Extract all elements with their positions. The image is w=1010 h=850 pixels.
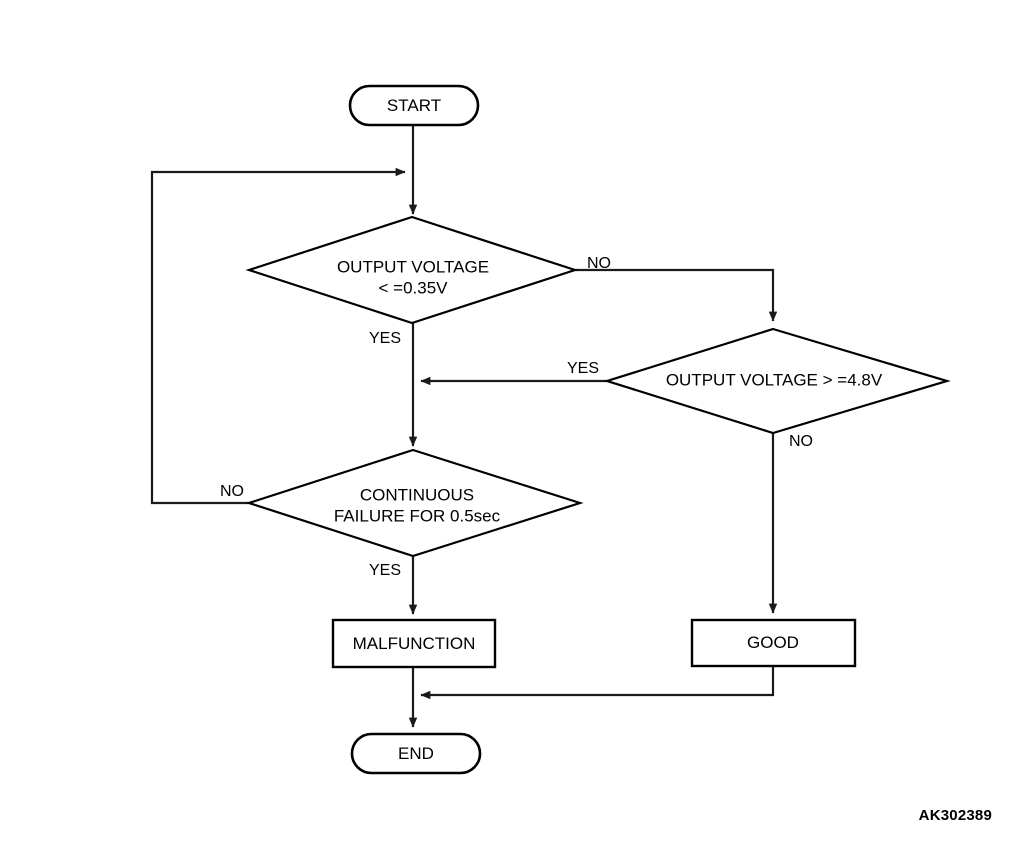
node-decision-continuous-label-line1: CONTINUOUS xyxy=(360,485,474,504)
edge-label-decision-high-yes: YES xyxy=(567,360,599,377)
node-end-label: END xyxy=(398,744,434,763)
node-start: START xyxy=(348,84,480,127)
node-decision-low-label-line1: OUTPUT VOLTAGE xyxy=(337,257,489,276)
node-decision-output-voltage-high: OUTPUT VOLTAGE > =4.8V xyxy=(603,327,951,435)
node-decision-continuous-label-line2: FAILURE FOR 0.5sec xyxy=(334,506,501,525)
edge-label-continuous-no: NO xyxy=(220,483,244,500)
node-decision-low-label-line2: < =0.35V xyxy=(378,278,448,297)
node-decision-continuous-failure: CONTINUOUS FAILURE FOR 0.5sec xyxy=(245,448,584,558)
edge-label-decision-low-yes: YES xyxy=(369,330,401,347)
reference-code: AK302389 xyxy=(918,807,992,824)
node-start-label: START xyxy=(387,96,441,115)
node-malfunction-label: MALFUNCTION xyxy=(353,634,476,653)
edge-good-to-end-trunk xyxy=(420,666,775,700)
edge-label-continuous-yes: YES xyxy=(369,562,401,579)
edge-decision-low-no-to-decision-high xyxy=(575,268,778,322)
edge-continuous-no-feedback-loop xyxy=(150,167,406,505)
edge-label-decision-high-no: NO xyxy=(789,433,813,450)
node-good: GOOD xyxy=(690,618,857,668)
edge-label-decision-low-no: NO xyxy=(587,255,611,272)
node-good-label: GOOD xyxy=(747,633,799,652)
node-decision-output-voltage-low: OUTPUT VOLTAGE < =0.35V xyxy=(245,215,579,325)
node-end: END xyxy=(350,732,482,775)
node-decision-high-label-line1: OUTPUT VOLTAGE > =4.8V xyxy=(666,370,883,389)
node-malfunction: MALFUNCTION xyxy=(331,618,497,669)
